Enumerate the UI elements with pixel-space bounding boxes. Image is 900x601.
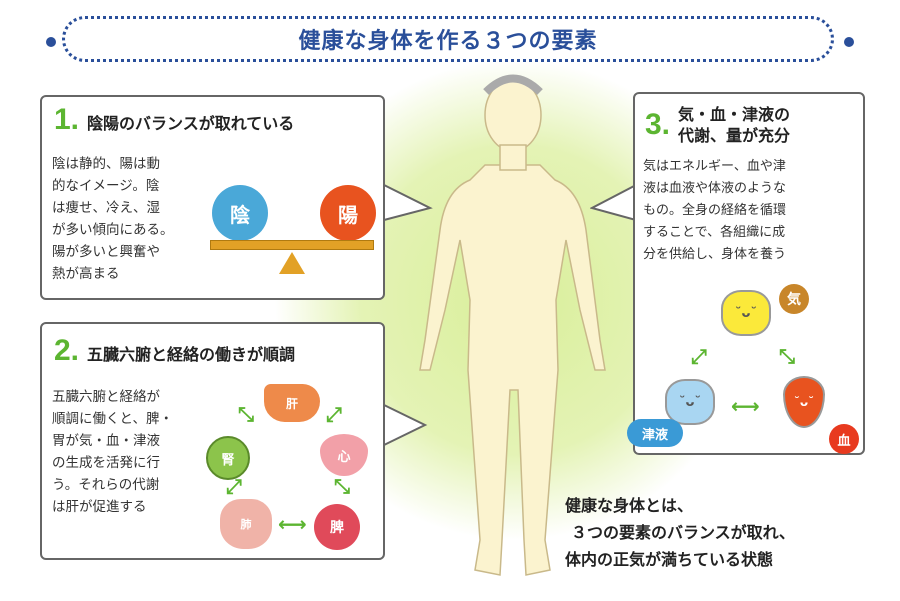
text-line: 陽が多いと興奮や <box>52 244 160 260</box>
kidney-organ: 腎 <box>206 436 250 480</box>
text-line: 熱が高まる <box>52 266 120 282</box>
text-line: 気はエネルギー、血や津 <box>643 159 786 174</box>
double-arrow-icon: ⤡ <box>334 474 350 498</box>
conclusion-line: 健康な身体とは、 <box>565 496 694 515</box>
balance-beam <box>210 240 374 250</box>
double-arrow-icon: ⤢ <box>326 402 342 426</box>
page-title: 健康な身体を作る３つの要素 <box>298 29 598 54</box>
section-3-box: 3. 気・血・津液の 代謝、量が充分 気はエネルギー、血や津 液は血液や体液のよ… <box>627 92 865 455</box>
text-line: は肝が促進する <box>52 499 147 515</box>
double-arrow-icon: ⤢ <box>691 344 707 368</box>
speech-tail-3 <box>590 184 637 221</box>
text-line: 液は血液や体液のような <box>643 181 787 196</box>
shineki-label: 津液 <box>627 419 683 447</box>
speech-tail-2 <box>383 404 428 446</box>
liver-organ: 肝 <box>264 384 320 422</box>
section-1-box: 1. 陰陽のバランスが取れている 陰は静的、陽は動 的なイメージ。陰 は痩せ、冷… <box>40 95 385 300</box>
balance-fulcrum <box>279 252 305 274</box>
speech-tail-1 <box>383 184 433 221</box>
conclusion-text: 健康な身体とは、 ３つの要素のバランスが取れ、 体内の正気が満ちている状態 <box>565 492 795 573</box>
conclusion-line: 体内の正気が満ちている状態 <box>565 550 774 569</box>
double-arrow-icon: ⟷ <box>278 512 307 536</box>
text-line: う。それらの代謝 <box>52 477 160 493</box>
lung-organ: 肺 <box>220 499 272 549</box>
double-arrow-icon: ⤡ <box>238 402 254 426</box>
ketsu-label: 血 <box>829 424 859 454</box>
text-line: 的なイメージ。陰 <box>52 178 160 194</box>
section-2-number: 2. <box>54 334 80 367</box>
spleen-organ: 脾 <box>314 504 360 550</box>
section-2-heading: 五臓六腑と経絡の働きが順調 <box>87 345 296 364</box>
text-line: 陰は静的、陽は動 <box>52 156 160 172</box>
text-line: 分を供給し、身体を養う <box>643 247 787 262</box>
text-line: 胃が気・血・津液 <box>52 433 160 449</box>
human-figure <box>419 74 606 576</box>
shineki-character: ˘ᴗ˘ <box>665 379 715 425</box>
text-line: することで、各組織に成 <box>643 225 786 240</box>
heart-organ: 心 <box>320 434 368 476</box>
text-line: 五臓六腑と経絡が <box>52 389 160 405</box>
text-line: は痩せ、冷え、湿 <box>52 200 160 216</box>
section-1-number: 1. <box>54 103 80 136</box>
ketsu-character: ˘ᴗ˘ <box>783 376 825 428</box>
yang-circle: 陽 <box>320 185 376 241</box>
ki-character: ˘ᴗ˘ <box>721 290 771 336</box>
text-line: が多い傾向にある。 <box>52 222 174 238</box>
banner-dot-right <box>844 37 854 47</box>
section-3-heading-line: 気・血・津液の <box>678 105 791 124</box>
section-3-heading-line: 代謝、量が充分 <box>678 126 791 145</box>
section-3-number: 3. <box>645 108 671 141</box>
text-line: もの。全身の経絡を循環 <box>643 203 787 218</box>
yin-circle: 陰 <box>212 185 268 241</box>
title-banner: 健康な身体を作る３つの要素 <box>62 16 834 62</box>
section-1-heading: 陰陽のバランスが取れている <box>87 114 295 133</box>
conclusion-line: ３つの要素のバランスが取れ、 <box>571 523 795 542</box>
double-arrow-icon: ⤡ <box>779 344 795 368</box>
banner-dot-left <box>46 37 56 47</box>
text-line: の生成を活発に行 <box>52 455 160 471</box>
double-arrow-icon: ⤢ <box>226 474 242 498</box>
section-2-box: 2. 五臓六腑と経絡の働きが順調 五臓六腑と経絡が 順調に働くと、脾・ 胃が気・… <box>40 322 385 560</box>
ki-label: 気 <box>779 284 809 314</box>
double-arrow-icon: ⟷ <box>731 394 760 418</box>
text-line: 順調に働くと、脾・ <box>52 411 173 427</box>
